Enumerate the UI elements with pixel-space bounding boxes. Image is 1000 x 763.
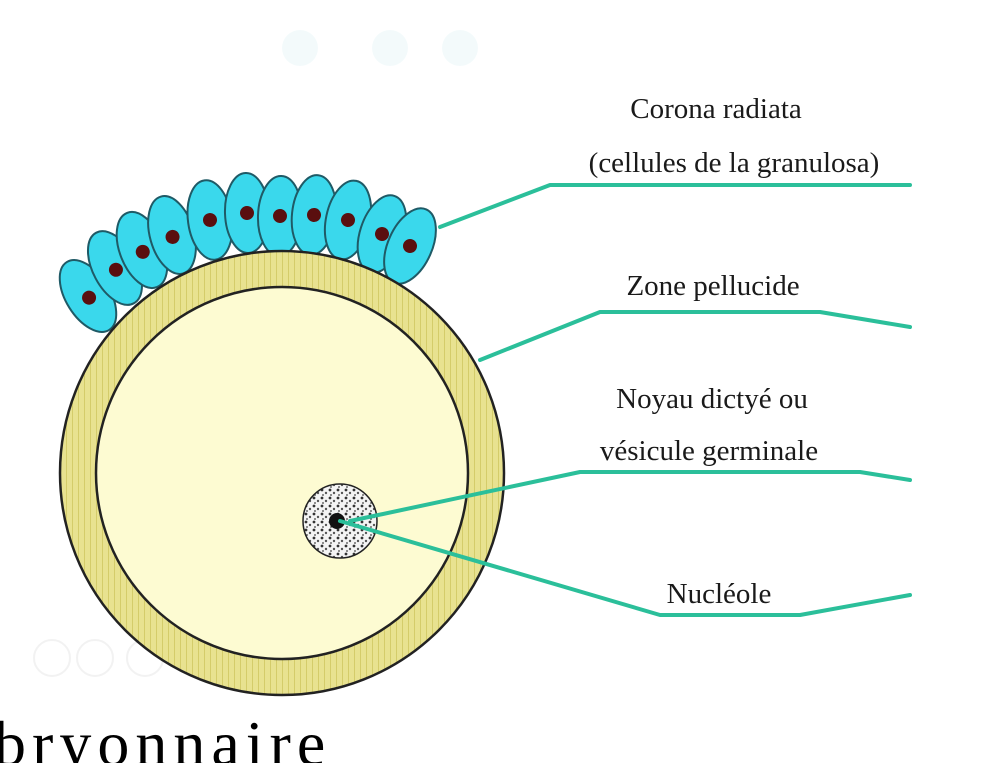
label-corona-line2: (cellules de la granulosa) xyxy=(589,147,880,179)
watermark-top xyxy=(282,30,478,66)
corona-cell xyxy=(383,207,437,285)
corona-cell xyxy=(256,175,304,257)
nucleolus xyxy=(329,513,345,529)
cytoplasm xyxy=(94,285,470,661)
label-noyau-line2: vésicule germinale xyxy=(600,435,818,467)
label-noyau-line1: Noyau dictyé ou xyxy=(616,383,808,415)
label-corona-line1: Corona radiata xyxy=(630,93,802,125)
label-zone-pellucide: Zone pellucide xyxy=(626,270,799,302)
cropped-bottom-text: bryonnaire xyxy=(0,708,332,763)
corona-radiata-cells xyxy=(58,172,437,333)
leader-corona xyxy=(438,183,912,229)
leader-nucleole xyxy=(338,519,912,617)
leader-zone xyxy=(478,310,912,362)
leader-noyau xyxy=(348,470,912,523)
label-nucleole: Nucléole xyxy=(667,578,772,610)
